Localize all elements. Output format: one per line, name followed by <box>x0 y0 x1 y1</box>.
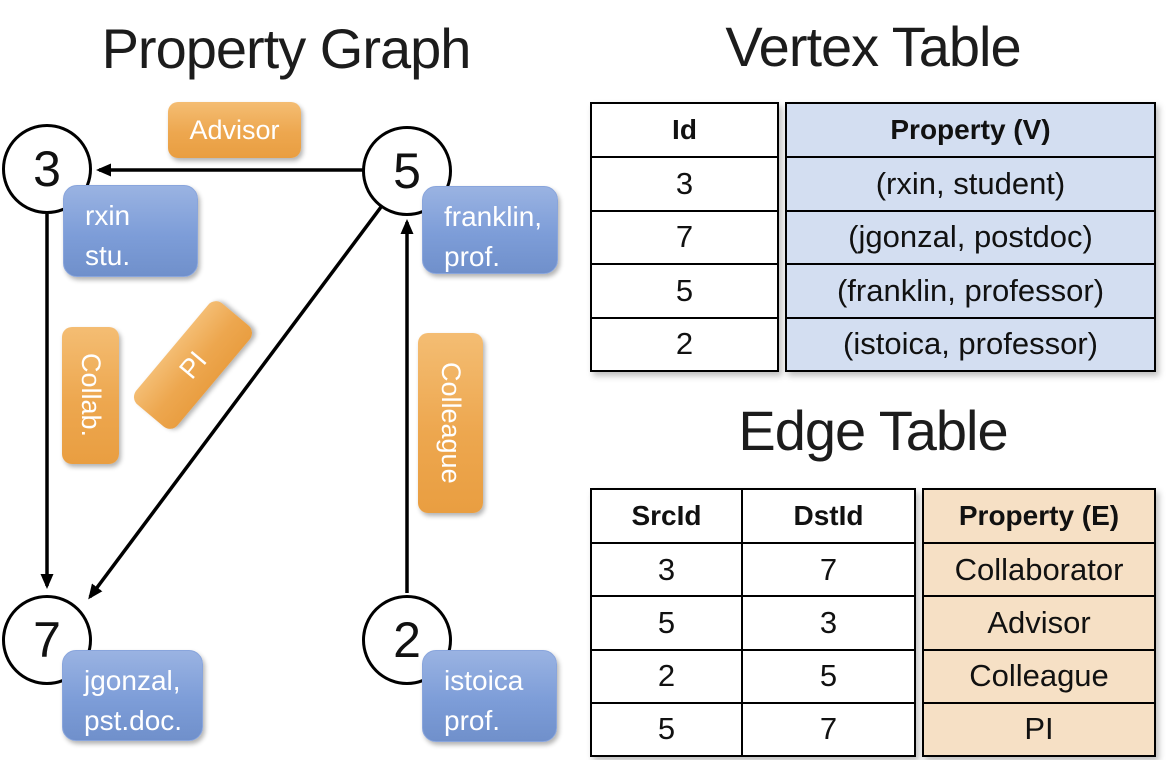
edge-table-property-header: Property (E) <box>958 500 1120 531</box>
edge-table-srcid-cell: 2 <box>592 648 741 702</box>
edge-table-property-cell: Advisor <box>924 595 1154 648</box>
edge-table-srcid-header: SrcId <box>631 500 702 531</box>
edge-table-title: Edge Table <box>738 399 1008 462</box>
node-property-line: prof. <box>444 241 501 272</box>
vertex-table-id-cell: 5 <box>592 263 777 317</box>
node-property-box-2: istoica prof. <box>422 650 557 742</box>
edge-table-property-column: Property (E) Collaborator Advisor Collea… <box>922 488 1156 757</box>
node-property-line: pst.doc. <box>84 705 183 736</box>
node-property-line: jgonzal, <box>84 665 181 696</box>
vertex-table-id-header: Id <box>672 114 697 145</box>
vertex-table-id-column: Id 3 7 5 2 <box>590 102 779 372</box>
vertex-table-property-cell: (jgonzal, postdoc) <box>787 209 1154 264</box>
edge-table-dstid-header: DstId <box>793 500 864 531</box>
graph-node-2: 2 <box>362 595 452 685</box>
edge-table-dstid-column: DstId 7 3 5 7 <box>743 490 914 755</box>
edge-table-dstid-cell: 5 <box>743 648 914 702</box>
vertex-table-id-cell: 3 <box>592 156 777 210</box>
node-property-line: franklin, <box>444 201 543 232</box>
node-property-box-5: franklin, prof. <box>422 186 558 274</box>
edge-table-srcid-cell: 5 <box>592 595 741 648</box>
edge-pi-arrow <box>88 205 383 600</box>
vertex-table-property-cell: (rxin, student) <box>787 156 1154 210</box>
node-property-line: prof. <box>444 705 501 736</box>
edge-table-srcid-cell: 5 <box>592 701 741 755</box>
edge-label-colleague: Colleague <box>418 333 483 513</box>
edge-table-property-cell: PI <box>924 701 1154 755</box>
node-property-line: stu. <box>85 240 131 271</box>
edge-table-property-cell: Colleague <box>924 648 1154 702</box>
edge-table-srcid-cell: 3 <box>592 542 741 595</box>
vertex-table-id-cell: 2 <box>592 316 777 371</box>
graph-edges-layer <box>40 163 414 600</box>
edge-table-dstid-cell: 7 <box>743 701 914 755</box>
node-property-line: rxin <box>85 200 131 231</box>
edge-label-collab: Collab. <box>62 327 119 464</box>
vertex-table-property-column: Property (V) (rxin, student) (jgonzal, p… <box>785 102 1156 372</box>
node-property-line: istoica <box>444 665 524 696</box>
node-property-box-3: rxin stu. <box>63 185 198 277</box>
property-graph-title: Property Graph <box>101 17 472 80</box>
edge-table-srcid-column: SrcId 3 5 2 5 <box>592 490 743 755</box>
edge-table-property-cell: Collaborator <box>924 542 1154 595</box>
edge-table-id-columns: SrcId 3 5 2 5 DstId 7 3 5 7 <box>590 488 916 757</box>
edge-table-dstid-cell: 7 <box>743 542 914 595</box>
vertex-table-property-header: Property (V) <box>890 114 1051 145</box>
vertex-table-property-cell: (istoica, professor) <box>787 316 1154 371</box>
edge-label-advisor: Advisor <box>168 102 301 158</box>
graph-node-5: 5 <box>362 126 452 216</box>
vertex-table-property-cell: (franklin, professor) <box>787 263 1154 317</box>
edge-table-dstid-cell: 3 <box>743 595 914 648</box>
node-property-box-7: jgonzal, pst.doc. <box>62 650 203 741</box>
vertex-table-id-cell: 7 <box>592 209 777 264</box>
vertex-table-title: Vertex Table <box>725 15 1021 78</box>
